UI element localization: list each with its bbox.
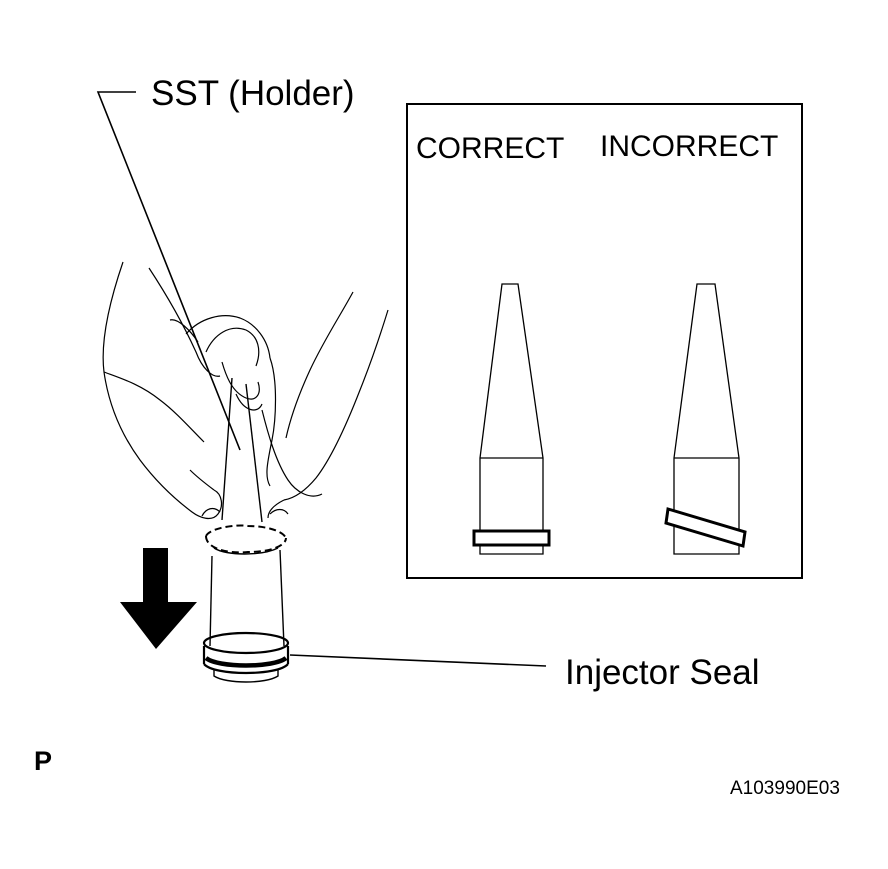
figure-id-label: A103990E03 xyxy=(730,778,840,799)
holder-leader-line xyxy=(96,91,241,451)
incorrect-injector xyxy=(664,283,747,555)
incorrect-label: INCORRECT xyxy=(600,130,778,163)
view-code-label: P xyxy=(34,746,52,776)
holder-tool xyxy=(205,377,287,554)
seal-leader-line xyxy=(289,654,547,667)
arrow-down-icon xyxy=(120,548,197,649)
injector-body xyxy=(209,547,285,647)
hand-illustration xyxy=(102,261,389,520)
comparison-inset: CORRECT INCORRECT xyxy=(406,103,803,579)
injector-seal-ring xyxy=(202,631,290,683)
holder-label: SST (Holder) xyxy=(151,74,355,113)
correct-injector xyxy=(472,283,551,555)
correct-label: CORRECT xyxy=(416,132,564,165)
injector-seal-label: Injector Seal xyxy=(565,653,760,692)
